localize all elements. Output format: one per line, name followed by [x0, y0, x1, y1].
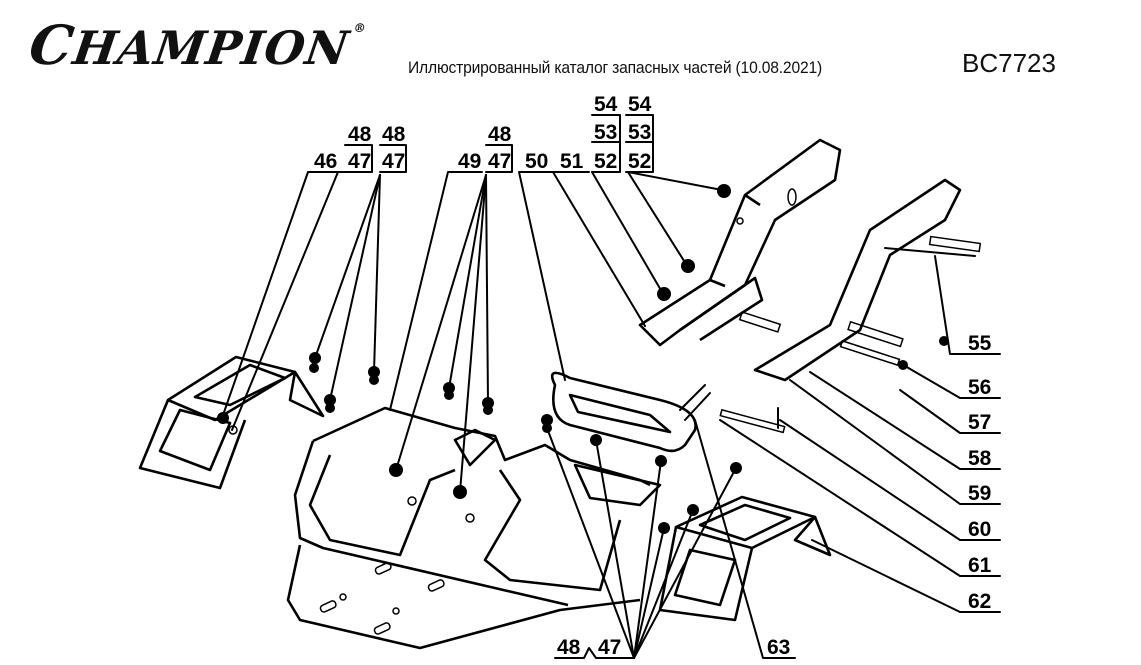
- callout-53: 53: [628, 121, 651, 144]
- main-deck: [286, 406, 662, 650]
- callout-60: 60: [968, 518, 991, 541]
- callout-54: 54: [594, 93, 618, 116]
- callout-50: 50: [525, 150, 548, 173]
- callout-63: 63: [767, 636, 790, 659]
- callout-59: 59: [968, 482, 991, 505]
- callout-62: 62: [968, 590, 991, 613]
- callout-51: 51: [560, 150, 584, 173]
- callout-48: 48: [557, 636, 581, 659]
- callout-53: 53: [594, 121, 617, 144]
- callout-47: 47: [598, 636, 621, 659]
- handle-bracket-left: [638, 138, 842, 347]
- callout-57: 57: [968, 411, 991, 434]
- callout-49: 49: [458, 150, 481, 173]
- callout-47: 47: [382, 150, 405, 173]
- callout-boxes: [344, 114, 654, 173]
- catalog-subtitle: Иллюстрированный каталог запасных частей…: [408, 58, 823, 77]
- callout-48: 48: [488, 123, 512, 146]
- handle-bracket-right: [738, 178, 982, 382]
- callout-54: 54: [628, 93, 652, 116]
- callout-52: 52: [594, 150, 617, 173]
- callout-58: 58: [968, 447, 992, 470]
- callout-52: 52: [628, 150, 651, 173]
- callout-47: 47: [488, 150, 511, 173]
- grab-handle: [550, 371, 711, 453]
- left-step-plate: [138, 355, 325, 490]
- right-step-plate: [658, 495, 832, 622]
- leader-lines: [221, 171, 1001, 659]
- callout-61: 61: [968, 554, 992, 577]
- callout-46: 46: [314, 150, 337, 173]
- callout-48: 48: [382, 123, 406, 146]
- callout-55: 55: [968, 332, 992, 355]
- callout-56: 56: [968, 376, 991, 399]
- fasteners: [309, 352, 786, 534]
- callout-47: 47: [348, 150, 371, 173]
- callout-48: 48: [348, 123, 372, 146]
- model-number: BC7723: [962, 48, 1056, 78]
